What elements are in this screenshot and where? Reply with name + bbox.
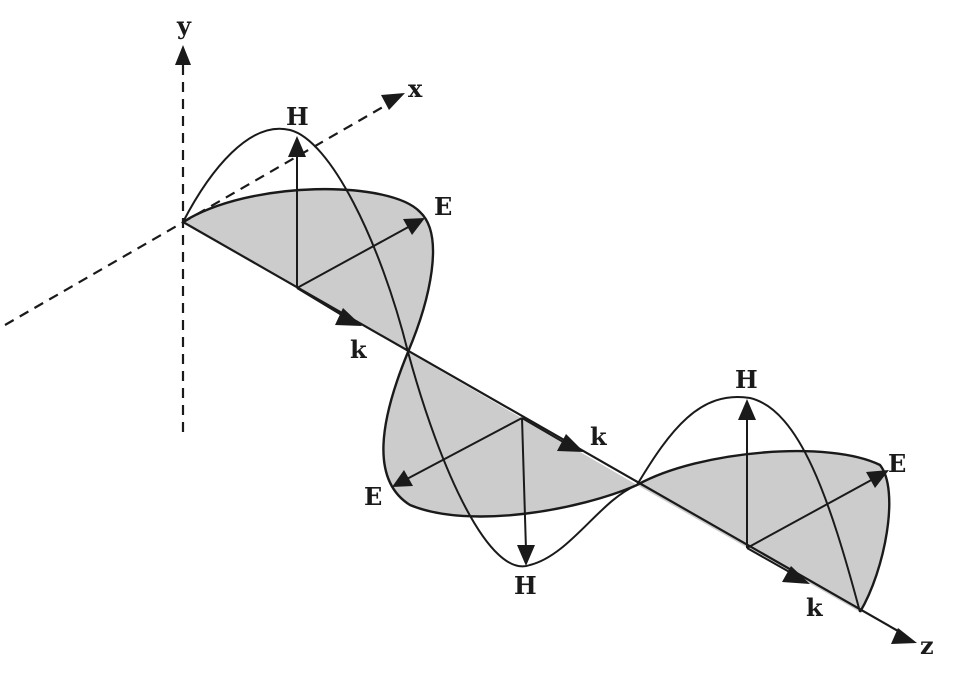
h-vector-2-shaft	[521, 417, 527, 551]
y-axis-label: y	[176, 11, 192, 40]
e-vector-1-shaft	[296, 224, 413, 289]
k-vector-3-shaft	[746, 547, 794, 575]
e-lobe-2	[383, 352, 637, 517]
e-label-1: E	[434, 192, 452, 221]
x-axis-arrowhead	[381, 93, 405, 110]
z-axis-arrowhead	[891, 628, 917, 644]
e-vector-1-arrowhead	[403, 218, 425, 235]
e-field-wave	[182, 187, 891, 613]
k-vector-2-shaft	[521, 417, 566, 444]
h-vector-2-arrowhead	[517, 545, 535, 566]
x-axis-label: x	[408, 74, 423, 103]
e-vector-2-shaft	[404, 417, 523, 481]
vector-set-1	[288, 136, 425, 326]
y-axis-arrowhead	[175, 45, 191, 65]
k-vector-1-arrowhead	[335, 308, 362, 326]
h-label-2: H	[514, 571, 537, 600]
vector-set-3	[738, 399, 889, 584]
e-label-3: E	[888, 449, 906, 478]
e-vector-3-arrowhead	[866, 470, 889, 488]
e-lobe-3	[637, 451, 890, 612]
e-field-shading	[183, 189, 890, 612]
e-vector-2-arrowhead	[392, 470, 413, 487]
h-vector-1-arrowhead	[288, 136, 306, 157]
vector-set-2	[392, 417, 584, 566]
h-label-1: H	[286, 102, 309, 131]
k-label-1: k	[350, 335, 368, 364]
k-label-3: k	[806, 593, 824, 622]
k-label-2: k	[590, 422, 608, 451]
e-vector-3-shaft	[746, 477, 876, 549]
h-field-wave	[182, 127, 861, 613]
k-vector-1-shaft	[296, 287, 346, 318]
e-label-2: E	[364, 482, 382, 511]
h-label-3: H	[735, 365, 758, 394]
z-axis-label: z	[920, 631, 934, 660]
h-vector-3-arrowhead	[738, 399, 756, 420]
e-lobe-1	[183, 189, 433, 352]
k-vector-2-arrowhead	[557, 434, 584, 452]
k-vector-3-arrowhead	[782, 566, 810, 584]
